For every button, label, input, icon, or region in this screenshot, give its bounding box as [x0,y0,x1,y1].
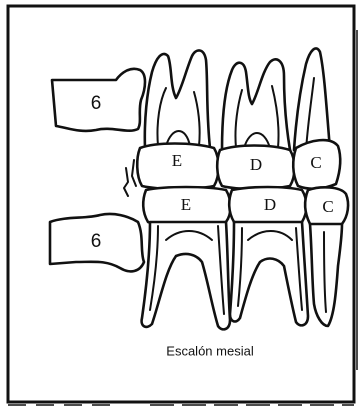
upper-molar-label: 6 [91,93,102,114]
upper-label-D: D [250,155,262,174]
upper-crowns: E D C [137,140,340,189]
upper-label-E: E [172,151,182,170]
lower-label-C: C [322,197,333,216]
lower-molar-6: 6 [50,214,144,271]
lower-label-D: D [264,195,276,214]
upper-label-C: C [310,153,321,172]
lower-molar-label: 6 [91,231,102,252]
diagram-caption: Escalón mesial [166,343,254,358]
lower-label-E: E [181,195,191,214]
